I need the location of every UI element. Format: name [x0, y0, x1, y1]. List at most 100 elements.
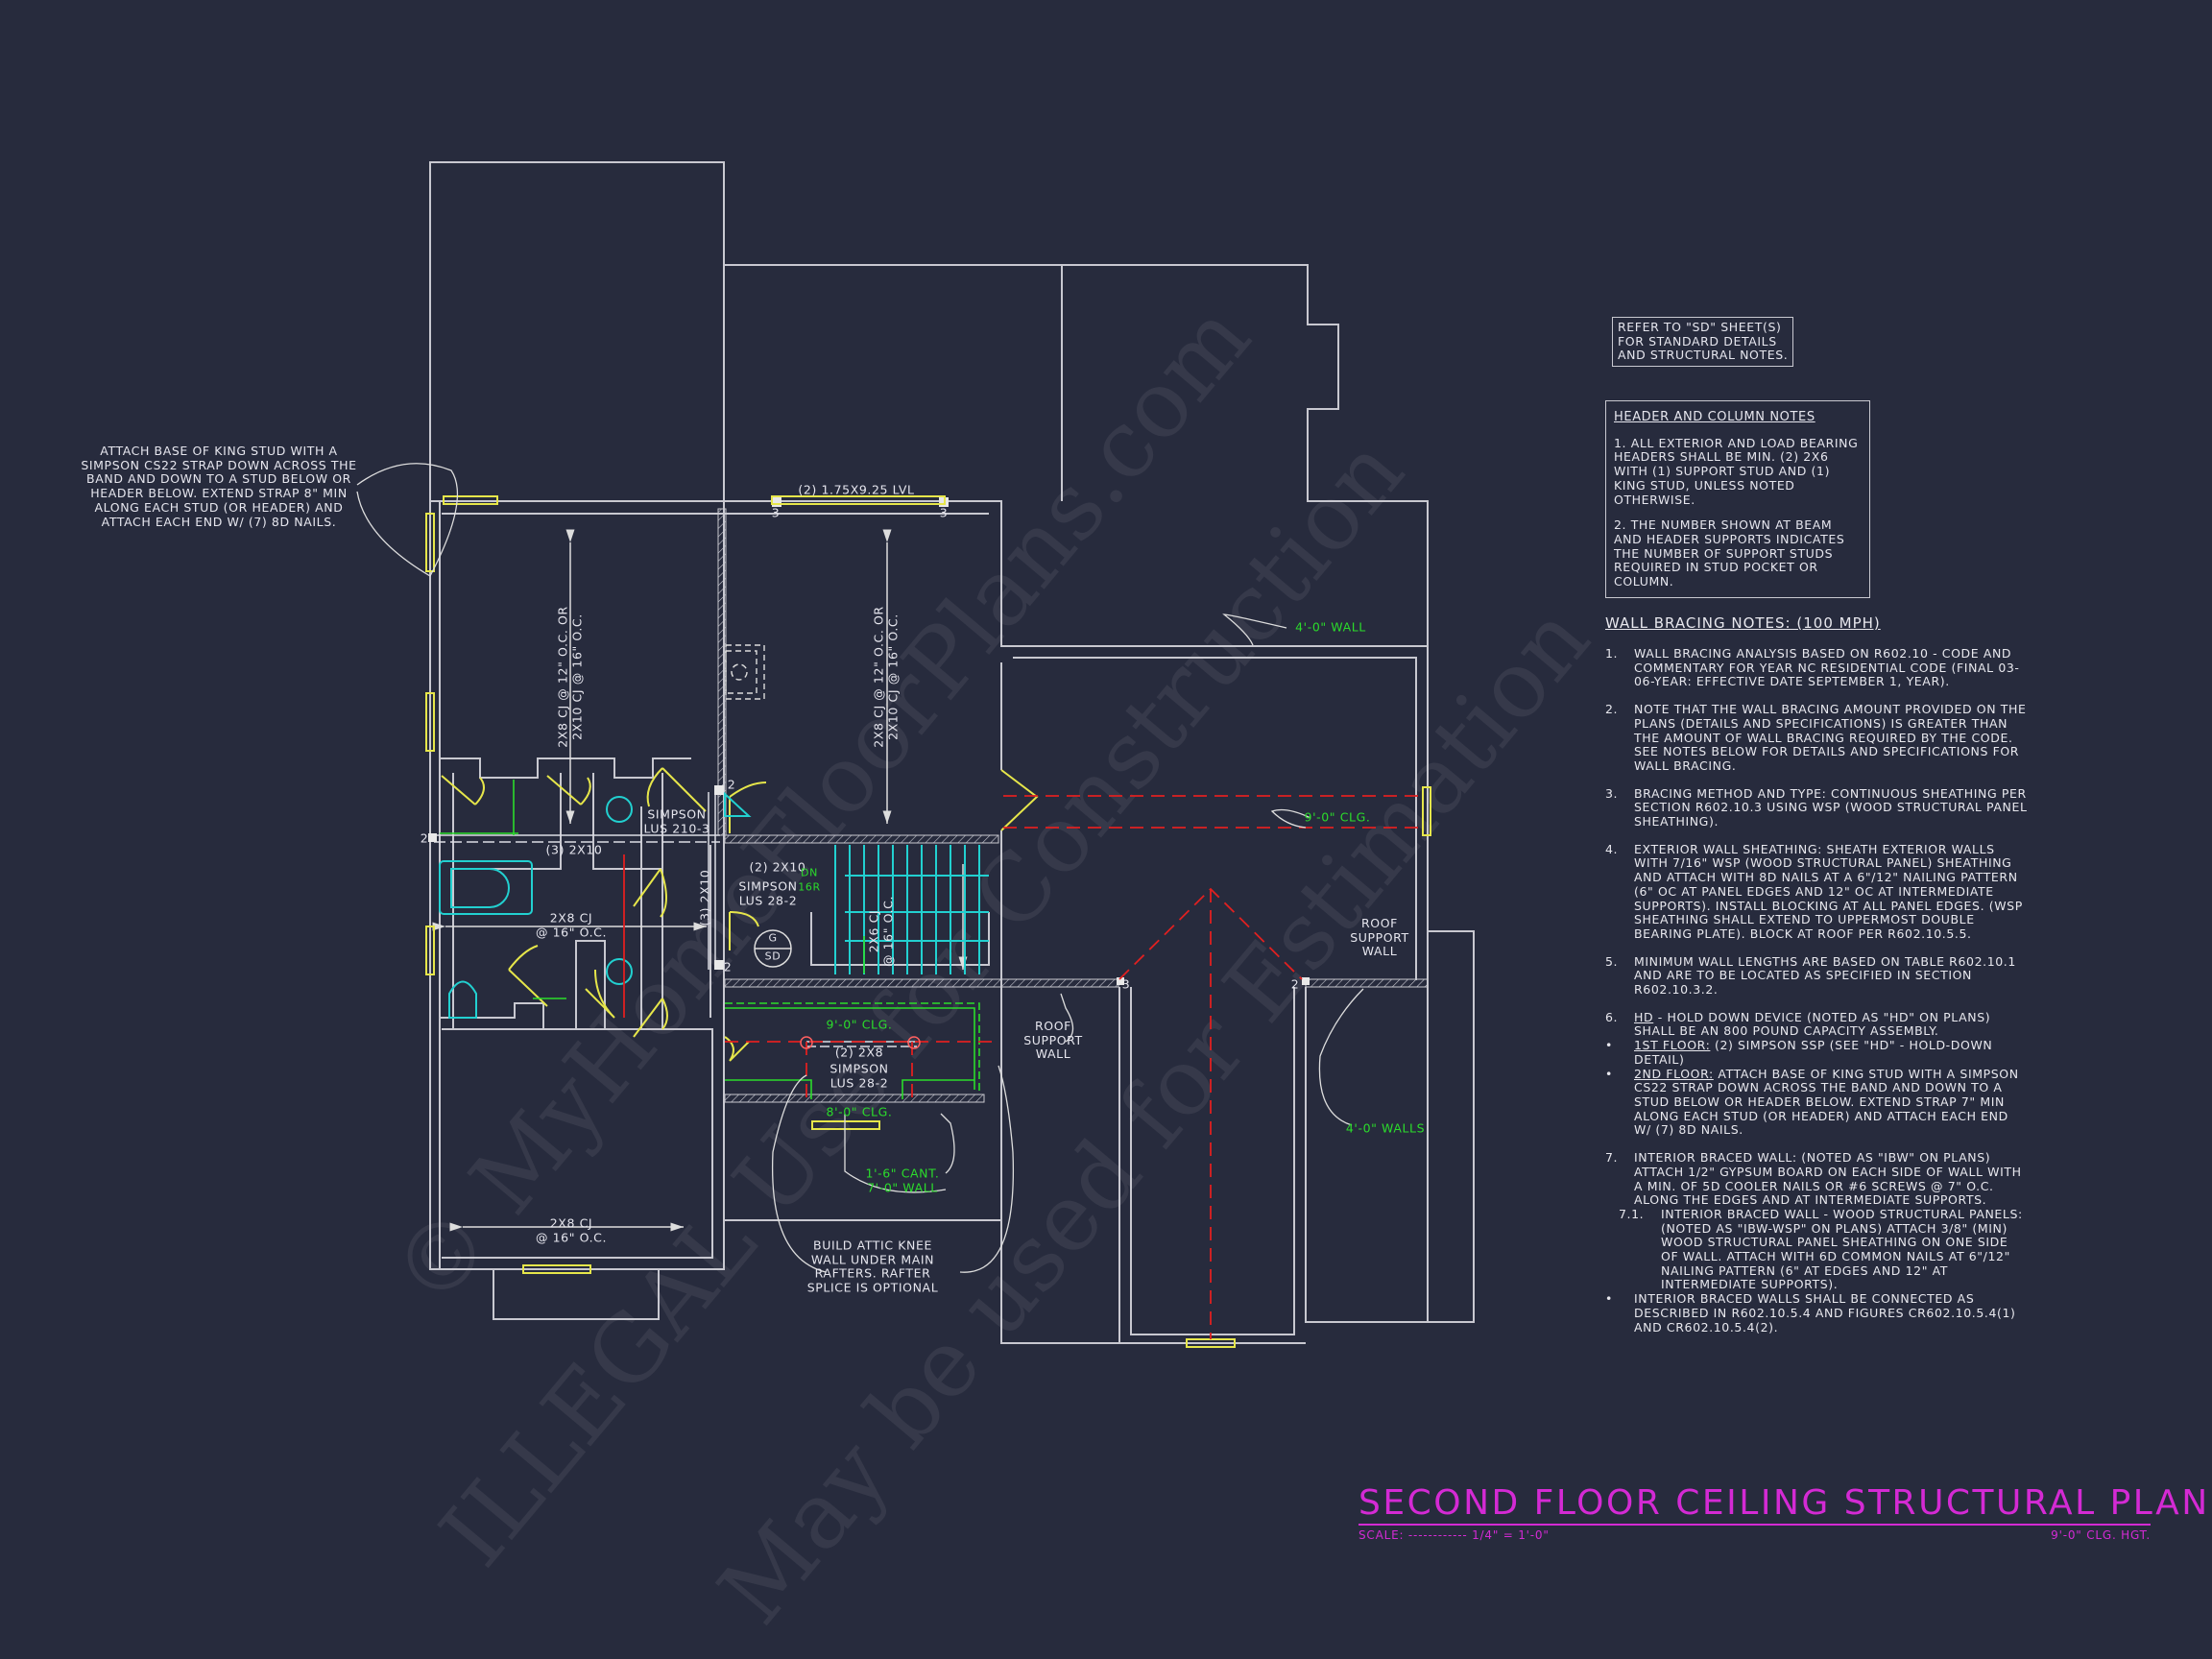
- note-text: NOTE THAT THE WALL BRACING AMOUNT PROVID…: [1634, 702, 2027, 773]
- bathtub: [439, 860, 533, 915]
- door: [546, 775, 591, 805]
- header-note-2: 2. THE NUMBER SHOWN AT BEAM AND HEADER S…: [1614, 517, 1845, 589]
- window: [425, 926, 435, 975]
- bracing-note-2nd-floor: •2ND FLOOR: ATTACH BASE OF KING STUD WIT…: [1605, 1066, 2028, 1139]
- fixtures: [439, 791, 989, 1019]
- stair-down-label: DN 16R: [798, 866, 821, 893]
- bearing-wall-stair-top: [724, 834, 999, 844]
- support-stud-count: 3: [1121, 976, 1131, 992]
- dashed-beams: [623, 795, 1421, 1339]
- attic-access: [725, 644, 765, 700]
- window: [522, 1264, 591, 1274]
- king-stud-strap-callout: ATTACH BASE OF KING STUD WITH A SIMPSON …: [81, 443, 357, 529]
- smoke-detector-g: G: [768, 931, 778, 945]
- note-text: INTERIOR BRACED WALLS SHALL BE CONNECTED…: [1634, 1291, 2016, 1334]
- simpson-lus-28-2-label: SIMPSON LUS 28-2: [738, 878, 798, 907]
- window: [811, 1120, 880, 1130]
- upper-middle-roof-area: [723, 264, 1063, 501]
- simpson-lus-210-3-label: SIMPSON LUS 210-3: [643, 806, 710, 835]
- support-stud-count: 3: [939, 505, 949, 520]
- note-text: - HOLD DOWN DEVICE (NOTED AS "HD" ON PLA…: [1634, 1009, 1991, 1039]
- door: [729, 911, 759, 950]
- roof-support-wall-label: ROOF SUPPORT WALL: [1023, 1018, 1083, 1062]
- bracing-note-connection: • INTERIOR BRACED WALLS SHALL BE CONNECTE…: [1605, 1291, 2028, 1334]
- wall-bracing-notes-title: WALL BRACING NOTES: (100 MPH): [1605, 614, 1881, 632]
- support-stud-count: 2: [1290, 976, 1300, 992]
- note-text: MINIMUM WALL LENGTHS ARE BASED ON TABLE …: [1634, 953, 2016, 998]
- window: [425, 692, 435, 752]
- window: [1422, 786, 1431, 836]
- note-lead: 2ND FLOOR:: [1634, 1066, 1714, 1081]
- note-text: (2) SIMPSON SSP (SEE "HD" - HOLD-DOWN DE…: [1634, 1038, 1993, 1067]
- bracing-note-1: 1. WALL BRACING ANALYSIS BASED ON R602.10…: [1605, 646, 2028, 689]
- ceiling-height: 9'-0" CLG. HGT.: [2051, 1528, 2151, 1542]
- note-lead: HD: [1634, 1009, 1654, 1024]
- window: [425, 513, 435, 572]
- simpson-lus-28-2-label: SIMPSON LUS 28-2: [830, 1061, 889, 1090]
- window-lvl-header: [771, 495, 946, 505]
- header-note-1: 1. ALL EXTERIOR AND LOAD BEARING HEADERS…: [1614, 435, 1859, 507]
- header-column-notes-title: HEADER AND COLUMN NOTES: [1614, 410, 1815, 424]
- attic-knee-wall-note: BUILD ATTIC KNEE WALL UNDER MAIN RAFTERS…: [806, 1238, 939, 1295]
- support-stud-count: 2: [723, 959, 733, 974]
- ceiling-joist-label-stair: 2x6 CJ @ 16" O.C.: [866, 895, 895, 968]
- bearing-wall-right: [1305, 978, 1429, 988]
- joist-span-arrows: [432, 529, 968, 1232]
- bracing-note-7: 7.INTERIOR BRACED WALL: (NOTED AS "IBW" …: [1605, 1150, 2028, 1208]
- note-number: 2.: [1605, 702, 1619, 717]
- note-text: INTERIOR BRACED WALL - WOOD STRUCTURAL P…: [1661, 1206, 2023, 1292]
- header-column-notes-box: HEADER AND COLUMN NOTES 1. ALL EXTERIOR …: [1605, 400, 1870, 598]
- bullet: •: [1605, 1038, 1613, 1053]
- note-number: 6.: [1605, 1009, 1619, 1024]
- beam-3-2x10-label: (3) 2x10: [545, 842, 603, 857]
- note-number: 1.: [1605, 646, 1619, 661]
- bearing-wall-lower: [724, 1094, 985, 1103]
- beam-2-2x10-label: (2) 2x10: [749, 859, 806, 875]
- ceiling-height-9ft-label: 9'-0" CLG.: [1304, 809, 1371, 825]
- support-stud-count: 2: [727, 777, 736, 792]
- title-block: SECOND FLOOR CEILING STRUCTURAL PLAN SCA…: [1358, 1484, 2207, 1542]
- ceiling-joist-label-bath: 2x8 CJ @ 16" O.C.: [535, 910, 608, 939]
- roof-support-wall-label: ROOF SUPPORT WALL: [1350, 915, 1409, 959]
- support-stud-count: 3: [771, 505, 781, 520]
- ceiling-change-lines: [440, 780, 980, 1099]
- bullet: •: [1605, 1291, 1613, 1307]
- door: [724, 1036, 750, 1062]
- beam-3-2x10-vertical-label: (3) 2x10: [697, 869, 712, 926]
- door: [646, 767, 707, 812]
- sink: [606, 796, 633, 823]
- bay-window-box: [493, 1269, 660, 1320]
- note-number: 4.: [1605, 841, 1619, 856]
- note-text: WALL BRACING ANALYSIS BASED ON R602.10 -…: [1634, 646, 2020, 689]
- bearing-wall-middle: [724, 978, 1119, 988]
- note-number: 3.: [1605, 785, 1619, 801]
- note-text: EXTERIOR WALL SHEATHING: SHEATH EXTERIOR…: [1634, 841, 2023, 941]
- note-number: 7.1.: [1619, 1206, 1645, 1221]
- bracing-note-6: 6. HD - HOLD DOWN DEVICE (NOTED AS "HD" O…: [1605, 1009, 2028, 1039]
- ceiling-joist-label-bedroom-left: 2x8 CJ @ 12" O.C. OR 2x10 CJ @ 16" O.C.: [555, 606, 584, 748]
- stair-arrow-marker: [724, 791, 752, 817]
- door: [633, 998, 668, 1038]
- note-number: 7.: [1605, 1150, 1619, 1166]
- wall-bracing-notes: WALL BRACING NOTES: (100 MPH) 1. WALL BRA…: [1605, 614, 2028, 1348]
- door: [1000, 769, 1039, 831]
- toilet: [448, 980, 477, 1019]
- bullet: •: [1605, 1066, 1613, 1081]
- door: [441, 775, 485, 805]
- bracing-note-7-1: 7.1. INTERIOR BRACED WALL - WOOD STRUCTUR…: [1605, 1206, 2028, 1292]
- note-number: 5.: [1605, 953, 1619, 969]
- doors: [441, 767, 1039, 1062]
- bathtub-basin: [450, 868, 510, 908]
- note-lead: 1ST FLOOR:: [1634, 1038, 1711, 1053]
- upper-right-roof-area: [1062, 264, 1429, 646]
- staircase: [834, 845, 989, 974]
- window: [443, 495, 498, 505]
- door: [508, 945, 548, 1007]
- upper-left-roof-area: [429, 161, 725, 502]
- cantilever-wall-label: 1'-6" CANT. 7'-0" WALL: [865, 1166, 940, 1194]
- door: [633, 868, 667, 918]
- smoke-detector-sd: SD: [764, 950, 781, 963]
- bracing-note-5: 5. MINIMUM WALL LENGTHS ARE BASED ON TABL…: [1605, 953, 2028, 998]
